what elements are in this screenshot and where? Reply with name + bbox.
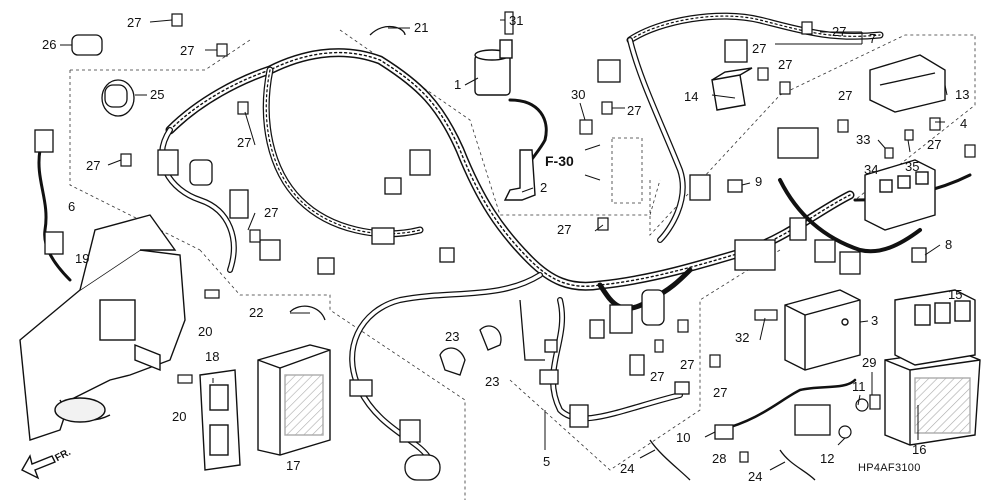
callout-27: 27 <box>127 15 142 30</box>
callout-22: 22 <box>249 305 264 320</box>
connectors <box>34 34 927 481</box>
callout-27: 27 <box>832 24 847 39</box>
callout-28: 28 <box>712 451 727 466</box>
callout-14: 14 <box>684 89 699 104</box>
callout-20: 20 <box>172 409 187 424</box>
callout-23: 23 <box>485 374 500 389</box>
part-16-ecu <box>884 349 981 446</box>
callout-27: 27 <box>86 158 101 173</box>
callout-33: 33 <box>856 132 871 147</box>
part-1-ignition-coil <box>474 39 513 96</box>
callout-27: 27 <box>778 57 793 72</box>
callout-21: 21 <box>414 20 429 35</box>
callout-27: 27 <box>927 137 942 152</box>
part-2-plug-cap <box>503 149 536 201</box>
callout-27: 27 <box>627 103 642 118</box>
callout-25: 25 <box>150 87 165 102</box>
callout-18: 18 <box>205 349 220 364</box>
callout-2: 2 <box>540 180 548 195</box>
callout-17: 17 <box>286 458 301 473</box>
callout-3: 3 <box>871 313 879 328</box>
clips <box>120 11 976 463</box>
callout-29: 29 <box>862 355 877 370</box>
callout-34: 34 <box>864 162 879 177</box>
straps <box>101 25 816 481</box>
callout-27: 27 <box>264 205 279 220</box>
callout-32: 32 <box>735 330 750 345</box>
callout-23: 23 <box>445 329 460 344</box>
callout-7: 7 <box>869 31 877 46</box>
leader-lines <box>60 19 948 471</box>
callout-8: 8 <box>945 237 953 252</box>
callout-4: 4 <box>960 116 968 131</box>
callout-26: 26 <box>42 37 57 52</box>
part-13-cover <box>869 54 946 113</box>
group-frame-lines <box>69 29 976 500</box>
callout-6: 6 <box>68 199 76 214</box>
callout-13: 13 <box>955 87 970 102</box>
callout-27: 27 <box>557 222 572 237</box>
diagram-code: HP4AF3100 <box>858 462 921 474</box>
part-3-control-unit <box>784 289 861 371</box>
part-19-panel <box>19 214 186 441</box>
callout-20: 20 <box>198 324 213 339</box>
callout-5: 5 <box>543 454 551 469</box>
callout-27: 27 <box>752 41 767 56</box>
reference-f30: F-30 <box>545 153 574 169</box>
callout-27: 27 <box>713 385 728 400</box>
part-14-relay <box>711 67 753 111</box>
callout-15: 15 <box>948 287 963 302</box>
part-15-relay-block <box>894 289 976 366</box>
callout-11: 11 <box>852 379 866 394</box>
callout-27: 27 <box>838 88 853 103</box>
callout-27: 27 <box>680 357 695 372</box>
callout-27: 27 <box>180 43 195 58</box>
callout-9: 9 <box>755 174 763 189</box>
callout-12: 12 <box>820 451 835 466</box>
callout-35: 35 <box>905 159 920 174</box>
callout-27: 27 <box>650 369 665 384</box>
callout-19: 19 <box>75 251 90 266</box>
callout-24: 24 <box>620 461 635 476</box>
callout-27: 27 <box>237 135 252 150</box>
callout-1: 1 <box>454 77 462 92</box>
front-direction-arrow <box>21 454 56 480</box>
callout-16: 16 <box>912 442 927 457</box>
callout-10: 10 <box>676 430 691 445</box>
callout-31: 31 <box>509 13 524 28</box>
callout-30: 30 <box>571 87 586 102</box>
part-17-module <box>257 344 331 456</box>
callout-24: 24 <box>748 469 763 484</box>
part-34-fuse-box <box>864 159 936 231</box>
part-18-bracket <box>199 369 241 471</box>
